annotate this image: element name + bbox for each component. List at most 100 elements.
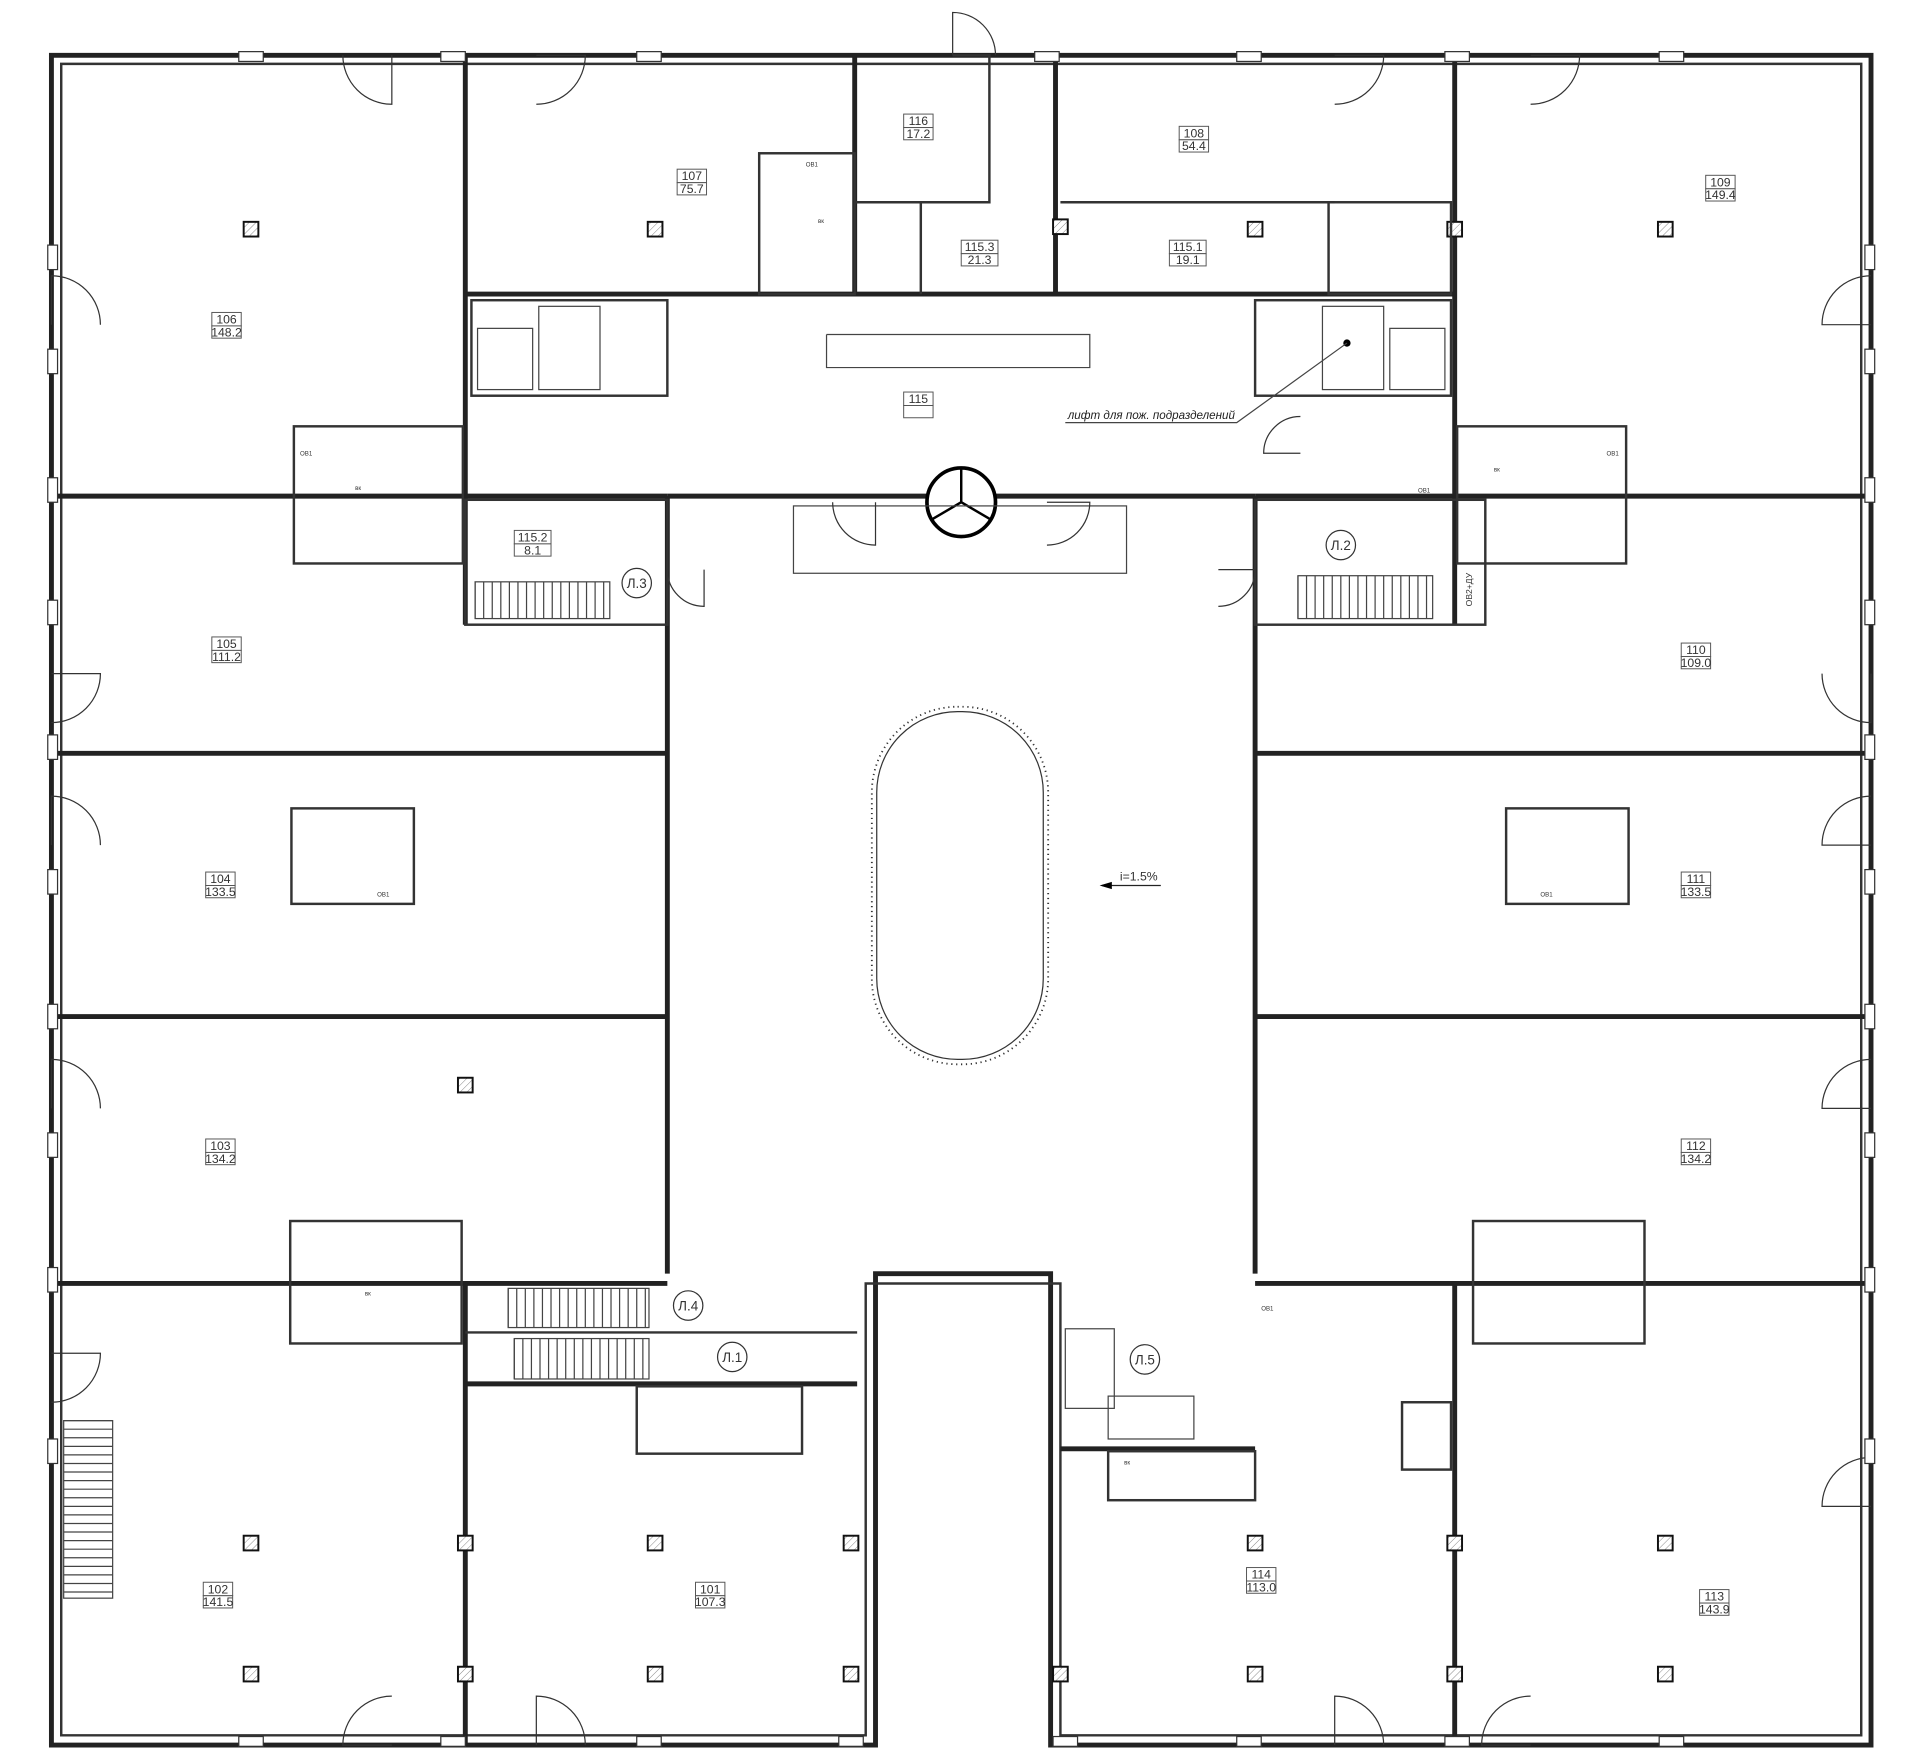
room-number: 105 (216, 637, 237, 651)
svg-text:ОВ1: ОВ1 (1607, 451, 1620, 458)
ventilation-labels: ОВ1 ОВ1 ОВ1 ОВ1 ОВ1 ОВ1 ОВ1 вк вк вк вк … (300, 162, 1619, 1467)
stair-label: Л.1 (716, 1341, 748, 1373)
svg-text:вк: вк (355, 485, 361, 492)
door (342, 1695, 392, 1746)
window (47, 1438, 59, 1465)
window (1658, 51, 1685, 63)
stair-label: Л.5 (1129, 1344, 1161, 1375)
window (440, 1735, 466, 1747)
room-number: 115.3 (965, 240, 995, 254)
door (50, 795, 102, 846)
window (47, 1266, 59, 1293)
column (646, 1534, 664, 1552)
svg-text:вк: вк (1494, 467, 1500, 474)
door (1218, 568, 1256, 607)
column (842, 1534, 860, 1552)
svg-text:i=1.5%: i=1.5% (1120, 870, 1158, 884)
svg-text:Л.2: Л.2 (1331, 538, 1351, 553)
door (952, 11, 997, 56)
window (238, 51, 264, 63)
svg-text:Л.4: Л.4 (678, 1298, 699, 1313)
stair-label: Л.2 (1325, 529, 1357, 561)
window (636, 51, 662, 63)
column (1052, 218, 1069, 236)
room-area: 149.4 (1705, 188, 1736, 202)
elevator-shafts (470, 298, 1453, 424)
room-number: 111 (1687, 872, 1706, 886)
room-number: 114 (1251, 1568, 1271, 1582)
column (646, 220, 664, 238)
room-number: 103 (210, 1139, 231, 1153)
room-number: 107 (682, 169, 703, 183)
svg-text:ОВ1: ОВ1 (300, 451, 313, 458)
room-number: 102 (208, 1582, 229, 1596)
window (47, 868, 59, 895)
window (1864, 1438, 1876, 1465)
column (456, 1534, 474, 1552)
door (51, 1352, 102, 1403)
svg-text:Л.1: Л.1 (722, 1350, 742, 1365)
door (1821, 673, 1872, 724)
room-number: 112 (1686, 1139, 1706, 1153)
room-area: 54.4 (1182, 139, 1206, 153)
window (1864, 734, 1876, 760)
window (1864, 348, 1876, 375)
room-area: 75.7 (680, 182, 704, 196)
room-area: 141.5 (203, 1595, 234, 1609)
room-area: 17.2 (906, 127, 930, 141)
room-area: 133.5 (1681, 885, 1712, 899)
toilet-blocks (288, 152, 1646, 1502)
window (1658, 1735, 1685, 1747)
column (646, 1665, 664, 1683)
svg-text:Л.5: Л.5 (1135, 1352, 1155, 1367)
svg-text:вк: вк (1124, 1460, 1130, 1467)
window (1444, 51, 1470, 63)
column (456, 1076, 474, 1094)
stairs (63, 575, 1434, 1599)
column (1656, 1665, 1674, 1683)
room-area: 111.2 (212, 650, 241, 664)
room-number: 116 (909, 114, 929, 128)
door (536, 54, 586, 105)
door (50, 1058, 102, 1109)
column (1052, 1665, 1069, 1683)
outer-walls (48, 52, 1874, 1748)
door (1046, 501, 1091, 546)
door (1334, 1695, 1385, 1746)
room-number: 115 (909, 392, 929, 406)
column (456, 1665, 474, 1683)
window (1864, 1266, 1876, 1293)
interior-walls (51, 54, 1872, 1746)
room-area: 134.2 (205, 1152, 236, 1166)
columns (242, 218, 1674, 1683)
door (342, 55, 393, 105)
stair-label: Л.4 (672, 1290, 704, 1321)
window (1864, 1003, 1876, 1030)
svg-text:ОВ2+ДУ: ОВ2+ДУ (1464, 572, 1474, 606)
door (51, 673, 102, 724)
room-number: 104 (210, 872, 231, 886)
svg-text:ОВ1: ОВ1 (1540, 892, 1553, 899)
window (1236, 51, 1262, 63)
room-label: 115.119.1 (1168, 239, 1207, 267)
room-area: 21.3 (968, 253, 992, 267)
column (842, 1665, 860, 1683)
column (1246, 1534, 1264, 1552)
column (1656, 220, 1674, 238)
stair-label: Л.3 (621, 567, 653, 599)
window (1034, 51, 1060, 63)
column (1446, 220, 1464, 238)
window (838, 1735, 864, 1747)
doors (50, 11, 1872, 1746)
door (1821, 275, 1872, 326)
door (1821, 795, 1872, 846)
window (1864, 1132, 1876, 1158)
slope-indicator: i=1.5% (1099, 870, 1161, 890)
